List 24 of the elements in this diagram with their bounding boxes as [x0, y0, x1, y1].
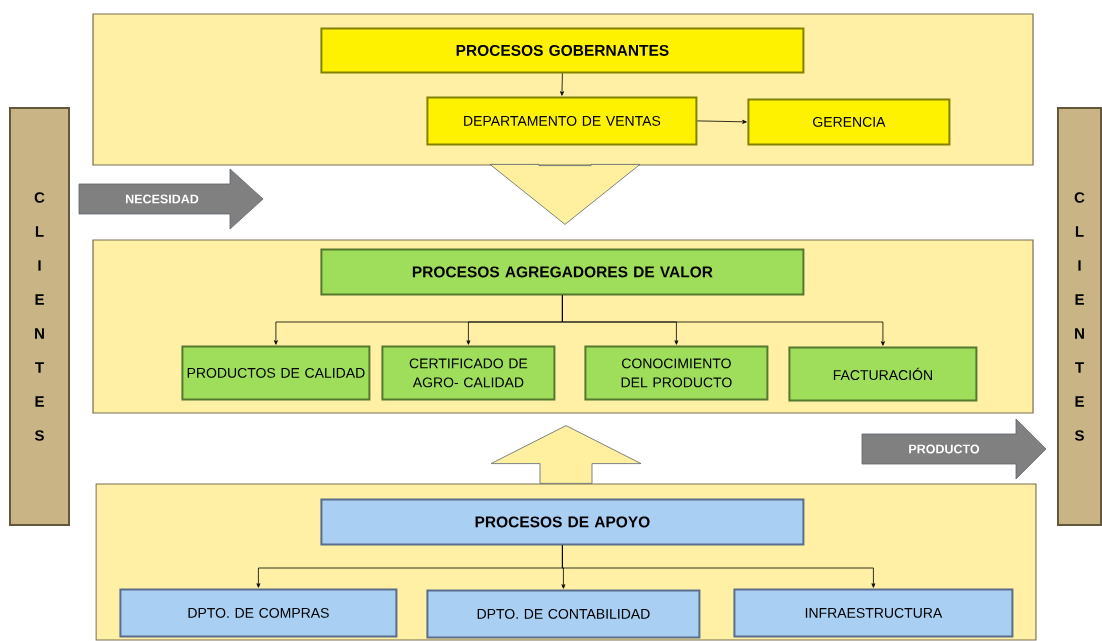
- clients-bar: C L I E N T E S: [1057, 107, 1102, 526]
- process-box: GERENCIA: [747, 98, 951, 146]
- process-box: CONOCIMIENTO DEL PRODUCTO: [584, 345, 769, 401]
- arrow-label: PRODUCTO: [907, 443, 981, 455]
- block-arrow: [489, 164, 641, 225]
- process-box: DEPARTAMENTO DE VENTAS: [426, 96, 698, 146]
- arrow-label: NECESIDAD: [124, 193, 200, 205]
- arrow: [560, 73, 564, 96]
- clients-bar: C L I E N T E S: [9, 107, 70, 526]
- process-box: DPTO. DE COMPRAS: [119, 588, 398, 638]
- process-box: PRODUCTOS DE CALIDAD: [181, 345, 371, 401]
- process-box: PROCESOS AGREGADORES DE VALOR: [320, 248, 805, 296]
- process-box: DPTO. DE CONTABILIDAD: [426, 589, 701, 639]
- process-box: CERTIFICADO DE AGRO- CALIDAD: [381, 345, 556, 401]
- block-arrow: [490, 425, 642, 484]
- process-box: PROCESOS GOBERNANTES: [320, 27, 805, 74]
- block-arrow: [78, 168, 264, 230]
- arrow: [562, 295, 885, 346]
- process-box: PROCESOS DE APOYO: [320, 498, 805, 546]
- arrow: [697, 119, 747, 124]
- process-box: FACTURACIÓN: [788, 346, 978, 402]
- block-arrow: [861, 418, 1047, 480]
- process-box: INFRAESTRUCTURA: [733, 588, 1014, 638]
- arrow: [562, 545, 876, 588]
